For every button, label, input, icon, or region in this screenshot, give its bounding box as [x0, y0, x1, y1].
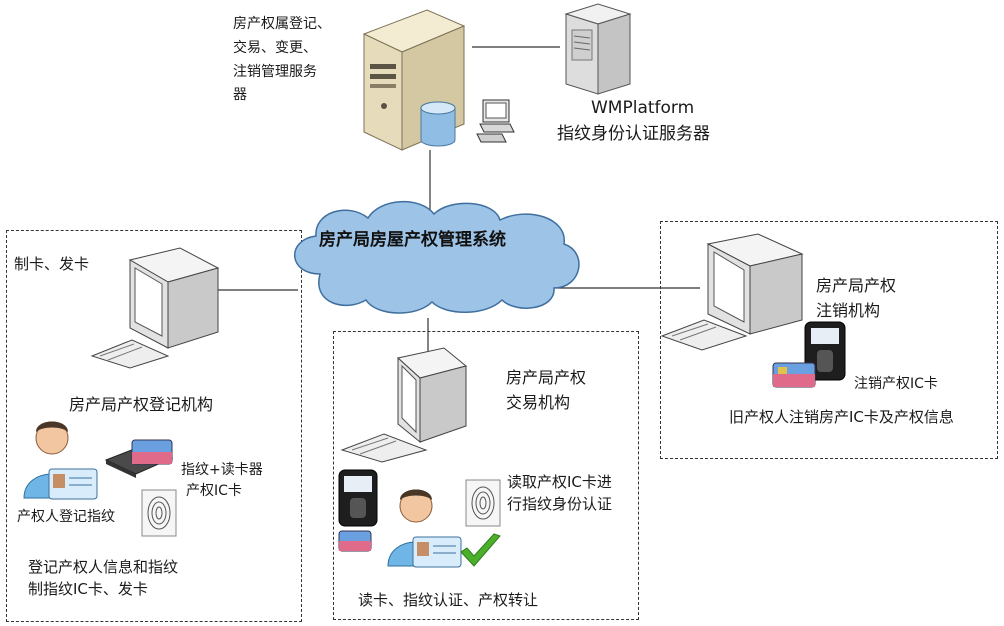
right-card-label: 注销产权IC卡 — [854, 376, 938, 392]
middle-fingerprint-reader-icon — [338, 469, 378, 527]
server-label-line-3: 注销管理服务 — [233, 64, 317, 80]
middle-computer-icon — [340, 347, 468, 463]
cloud-shape — [294, 201, 580, 314]
left-card-reader-icon — [104, 439, 174, 478]
left-top-label: 制卡、发卡 — [14, 255, 90, 273]
left-org-label: 房产局产权登记机构 — [69, 395, 214, 414]
admin-workstation-icon — [476, 99, 515, 143]
server-tower-icon — [362, 9, 466, 151]
left-fingerprint-card-icon — [141, 489, 177, 537]
server-label-line-4: 器 — [233, 87, 247, 103]
wmplatform-desc: 指纹身份认证服务器 — [557, 124, 710, 144]
middle-fingerprint-card-icon — [465, 479, 501, 527]
middle-id-card-icon — [412, 536, 462, 568]
server-label-line-2: 交易、变更、 — [233, 40, 317, 56]
right-desc: 旧产权人注销房产IC卡及产权信息 — [729, 408, 954, 426]
left-card-label: 产权IC卡 — [186, 483, 242, 499]
wmplatform-server-icon — [564, 3, 632, 95]
left-region-box — [6, 230, 302, 622]
middle-bottom-label: 读卡、指纹认证、产权转让 — [358, 591, 539, 609]
middle-org-line-1: 房产局产权 — [506, 368, 587, 387]
right-org-line-2: 注销机构 — [816, 301, 881, 320]
right-region-box — [660, 221, 998, 459]
middle-read-line-1: 读取产权IC卡进 — [507, 473, 612, 491]
right-org-line-1: 房产局产权 — [816, 276, 897, 295]
middle-region-box — [333, 331, 639, 620]
middle-ic-card-icon — [338, 530, 372, 552]
left-bottom-line-2: 制指纹IC卡、发卡 — [28, 580, 148, 598]
left-id-card-icon — [48, 468, 98, 500]
right-computer-icon — [660, 233, 804, 351]
left-reader-label: 指纹+读卡器 — [181, 462, 263, 478]
left-computer-icon — [90, 247, 220, 369]
server-label-line-1: 房产权属登记、 — [233, 16, 331, 32]
middle-read-line-2: 行指纹身份认证 — [507, 495, 613, 513]
database-icon — [420, 101, 456, 147]
right-ic-card-icon — [772, 362, 816, 388]
check-mark-icon — [460, 533, 501, 567]
left-bottom-line-1: 登记产权人信息和指纹 — [28, 558, 179, 576]
wmplatform-name: WMPlatform — [591, 98, 695, 118]
cloud-label: 房产局房屋产权管理系统 — [319, 230, 506, 250]
middle-org-line-2: 交易机构 — [506, 393, 571, 412]
left-person-label: 产权人登记指纹 — [17, 509, 115, 525]
